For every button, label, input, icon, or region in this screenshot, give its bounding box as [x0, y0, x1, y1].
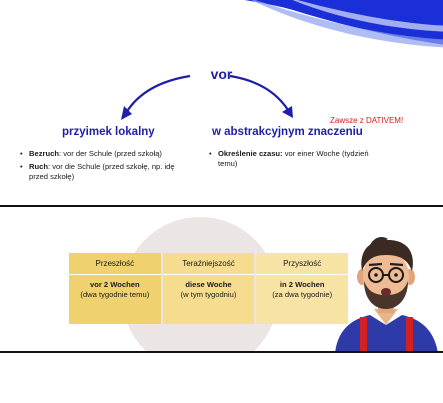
timeline-translation: (dwa tygodnie temu) — [80, 289, 150, 299]
list-item: • Bezruch: vor der Schule (przed szkołą) — [18, 149, 188, 159]
item-label: Bezruch — [29, 149, 59, 158]
timeline-phrase: vor 2 Wochen — [90, 280, 140, 289]
heading-local-preposition: przyimek lokalny — [62, 126, 155, 138]
local-usage-list: • Bezruch: vor der Schule (przed szkołą)… — [18, 149, 188, 185]
list-item: • Ruch: vor die Schule (przed szkołę, np… — [18, 162, 188, 182]
bullet-dot-icon: • — [20, 149, 23, 158]
decorative-wave — [244, 0, 443, 48]
timeline-translation: (za dwa tygodnie) — [272, 289, 333, 299]
timeline-body: diese Woche (w tym tygodniu) — [163, 275, 255, 299]
section-divider — [0, 205, 443, 207]
bottom-panel: Przeszłość vor 2 Wochen (dwa tygodnie te… — [0, 207, 443, 351]
bullet-dot-icon: • — [209, 149, 212, 158]
timeline-body: in 2 Wochen (za dwa tygodnie) — [256, 275, 348, 299]
timeline-header: Przeszłość — [69, 253, 161, 275]
item-label: Ruch — [29, 162, 48, 171]
timeline-translation: (w tym tygodniu) — [180, 289, 237, 299]
arrow-right-icon — [229, 74, 293, 118]
list-item: • Określenie czasu: vor einer Woche (tyd… — [207, 149, 377, 169]
arrows-layer — [121, 74, 293, 120]
time-table: Przeszłość vor 2 Wochen (dwa tygodnie te… — [69, 253, 349, 324]
timeline-future: Przyszłość in 2 Wochen (za dwa tygodnie) — [256, 253, 349, 324]
item-text: : vor der Schule (przed szkołą) — [58, 149, 162, 158]
heading-abstract-meaning: w abstrakcyjnym znaczeniu — [212, 126, 363, 138]
dative-note: Zawsze z DATIVEM! — [330, 116, 404, 125]
section-divider — [0, 351, 443, 353]
abstract-usage-list: • Określenie czasu: vor einer Woche (tyd… — [207, 149, 377, 172]
timeline-phrase: in 2 Wochen — [279, 280, 325, 289]
item-text: : vor die Schule (przed szkołę, np. idę … — [29, 162, 175, 181]
page-title: vor — [210, 66, 233, 82]
timeline-body: vor 2 Wochen (dwa tygodnie temu) — [69, 275, 161, 299]
person-illustration — [335, 237, 438, 351]
timeline-past: Przeszłość vor 2 Wochen (dwa tygodnie te… — [69, 253, 161, 324]
arrow-left-icon — [121, 74, 191, 120]
top-panel: vor przyimek lokalny w abstrakcyjnym zna… — [18, 0, 443, 185]
item-label: Określenie czasu: — [218, 149, 283, 158]
timeline-header: Przyszłość — [256, 253, 349, 275]
bullet-dot-icon: • — [20, 162, 23, 171]
timeline-header: Teraźniejszość — [162, 253, 255, 275]
timeline-present: Teraźniejszość diese Woche (w tym tygodn… — [162, 253, 255, 324]
timeline-phrase: diese Woche — [185, 280, 232, 289]
item-text: vor einer Woche (tydzień temu) — [218, 149, 369, 168]
